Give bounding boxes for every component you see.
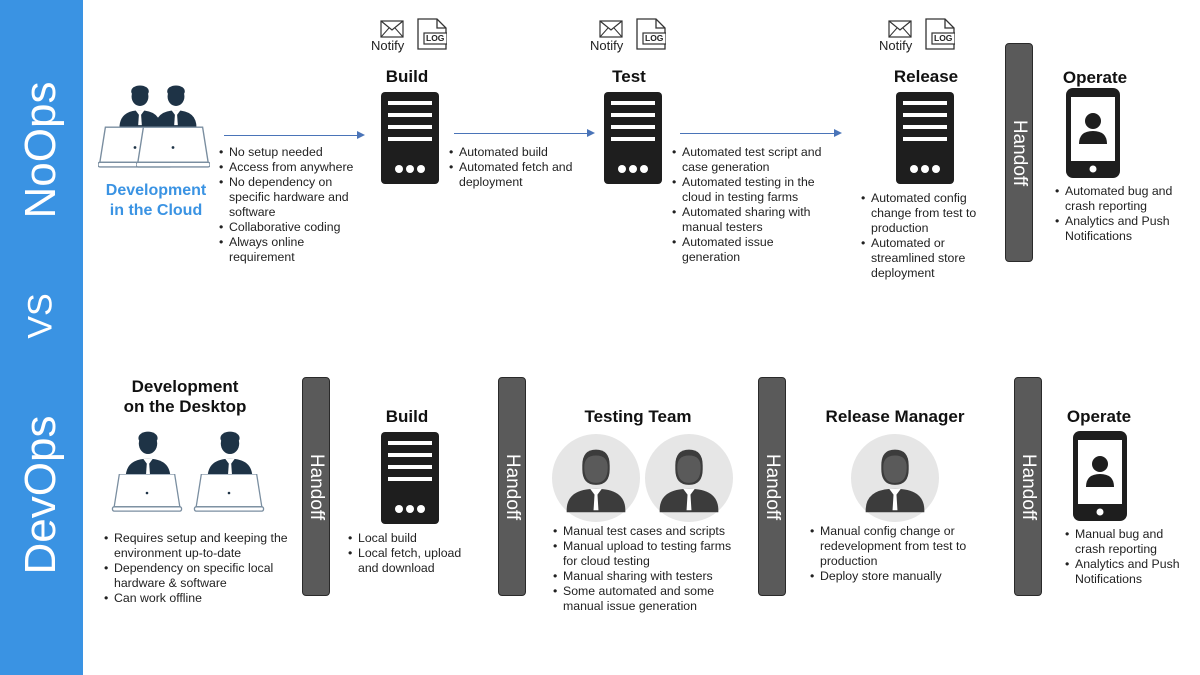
release-server-icon: [896, 92, 954, 184]
list-item: Always online requirement: [219, 235, 364, 265]
tester-avatar-icon: [645, 434, 733, 522]
list-item: Can work offline: [104, 591, 294, 606]
devops-build-title: Build: [385, 407, 429, 426]
noops-release-bullets: Automated config change from test to pro…: [861, 191, 996, 281]
testing-team-title: Testing Team: [584, 407, 692, 426]
list-item: Automated test script and case generatio…: [672, 145, 824, 175]
arrow-test-release: [680, 133, 835, 134]
desktop-developers-icon: [108, 430, 268, 512]
devops-build-bullets: Local build Local fetch, upload and down…: [348, 531, 483, 576]
noops-label: NoOps: [16, 81, 65, 219]
release-manager-bullets: Manual config change or redevelopment fr…: [810, 524, 1000, 584]
release-manager-title: Release Manager: [825, 407, 965, 426]
devops-operate-title: Operate: [1066, 407, 1132, 426]
noops-build-bullets: Automated build Automated fetch and depl…: [449, 145, 589, 190]
list-item: Automated build: [449, 145, 589, 160]
list-item: Some automated and some manual issue gen…: [553, 584, 743, 614]
list-item: Dependency on specific local hardware & …: [104, 561, 294, 591]
devops-handoff-bar-1: Handoff: [302, 377, 330, 596]
test-notify-group: Notify LOG: [589, 18, 674, 58]
cloud-dev-bullets: No setup needed Access from anywhere No …: [219, 145, 364, 265]
desktop-dev-bullets: Requires setup and keeping the environme…: [104, 531, 294, 606]
list-item: Local build: [348, 531, 483, 546]
tester-avatar-icon: [552, 434, 640, 522]
list-item: Automated sharing with manual testers: [672, 205, 824, 235]
notify-label: Notify: [590, 38, 624, 53]
cloud-developers-icon: [96, 78, 214, 173]
arrow-head-icon: [357, 131, 365, 139]
list-item: Manual test cases and scripts: [553, 524, 743, 539]
list-item: Analytics and Push Notifications: [1055, 214, 1185, 244]
side-band: NoOps VS DevOps: [0, 0, 83, 675]
arrow-dev-build: [224, 135, 358, 136]
devops-handoff-bar-4: Handoff: [1014, 377, 1042, 596]
release-manager-avatar-icon: [851, 434, 939, 522]
log-file-icon: LOG: [636, 18, 666, 50]
vs-label: VS: [21, 293, 60, 339]
handoff-label: Handoff: [1009, 119, 1030, 186]
desktop-dev-title: Development on the Desktop: [123, 377, 247, 416]
list-item: Deploy store manually: [810, 569, 1000, 584]
noops-operate-bullets: Automated bug and crash reporting Analyt…: [1055, 184, 1185, 244]
arrow-head-icon: [587, 129, 595, 137]
list-item: Automated bug and crash reporting: [1055, 184, 1185, 214]
smartphone-icon: [1066, 88, 1120, 178]
devops-handoff-bar-2: Handoff: [498, 377, 526, 596]
noops-test-bullets: Automated test script and case generatio…: [672, 145, 824, 265]
envelope-icon: [599, 20, 623, 38]
release-notify-group: Notify LOG: [878, 18, 963, 58]
testing-team-bullets: Manual test cases and scripts Manual upl…: [553, 524, 743, 614]
log-file-icon: LOG: [925, 18, 955, 50]
list-item: Manual config change or redevelopment fr…: [810, 524, 1000, 569]
devops-handoff-bar-3: Handoff: [758, 377, 786, 596]
handoff-label: Handoff: [762, 453, 783, 520]
envelope-icon: [380, 20, 404, 38]
handoff-label: Handoff: [306, 453, 327, 520]
noops-handoff-bar: Handoff: [1005, 43, 1033, 262]
list-item: Manual bug and crash reporting: [1065, 527, 1190, 557]
envelope-icon: [888, 20, 912, 38]
arrow-build-test: [454, 133, 588, 134]
list-item: Automated config change from test to pro…: [861, 191, 996, 236]
handoff-label: Handoff: [1018, 453, 1039, 520]
log-file-icon: LOG: [417, 18, 447, 50]
devops-operate-bullets: Manual bug and crash reporting Analytics…: [1065, 527, 1190, 587]
test-server-icon: [604, 92, 662, 184]
devops-smartphone-icon: [1073, 431, 1127, 521]
build-server-icon: [381, 92, 439, 184]
cloud-dev-title: Development in the Cloud: [105, 182, 207, 219]
list-item: No setup needed: [219, 145, 364, 160]
list-item: Automated issue generation: [672, 235, 824, 265]
list-item: Local fetch, upload and download: [348, 546, 483, 576]
list-item: No dependency on specific hardware and s…: [219, 175, 364, 220]
list-item: Collaborative coding: [219, 220, 364, 235]
arrow-head-icon: [834, 129, 842, 137]
list-item: Manual upload to testing farms for cloud…: [553, 539, 743, 569]
list-item: Analytics and Push Notifications: [1065, 557, 1190, 587]
build-notify-group: Notify LOG: [370, 18, 455, 58]
notify-label: Notify: [879, 38, 913, 53]
list-item: Manual sharing with testers: [553, 569, 743, 584]
list-item: Automated testing in the cloud in testin…: [672, 175, 824, 205]
notify-label: Notify: [371, 38, 405, 53]
list-item: Automated fetch and deployment: [449, 160, 589, 190]
noops-operate-title: Operate: [1062, 68, 1128, 87]
list-item: Automated or streamlined store deploymen…: [861, 236, 996, 281]
list-item: Access from anywhere: [219, 160, 364, 175]
noops-release-title: Release: [893, 67, 959, 86]
noops-test-title: Test: [612, 67, 646, 86]
devops-label: DevOps: [16, 415, 65, 575]
devops-build-server-icon: [381, 432, 439, 524]
list-item: Requires setup and keeping the environme…: [104, 531, 294, 561]
handoff-label: Handoff: [502, 453, 523, 520]
noops-build-title: Build: [385, 67, 429, 86]
